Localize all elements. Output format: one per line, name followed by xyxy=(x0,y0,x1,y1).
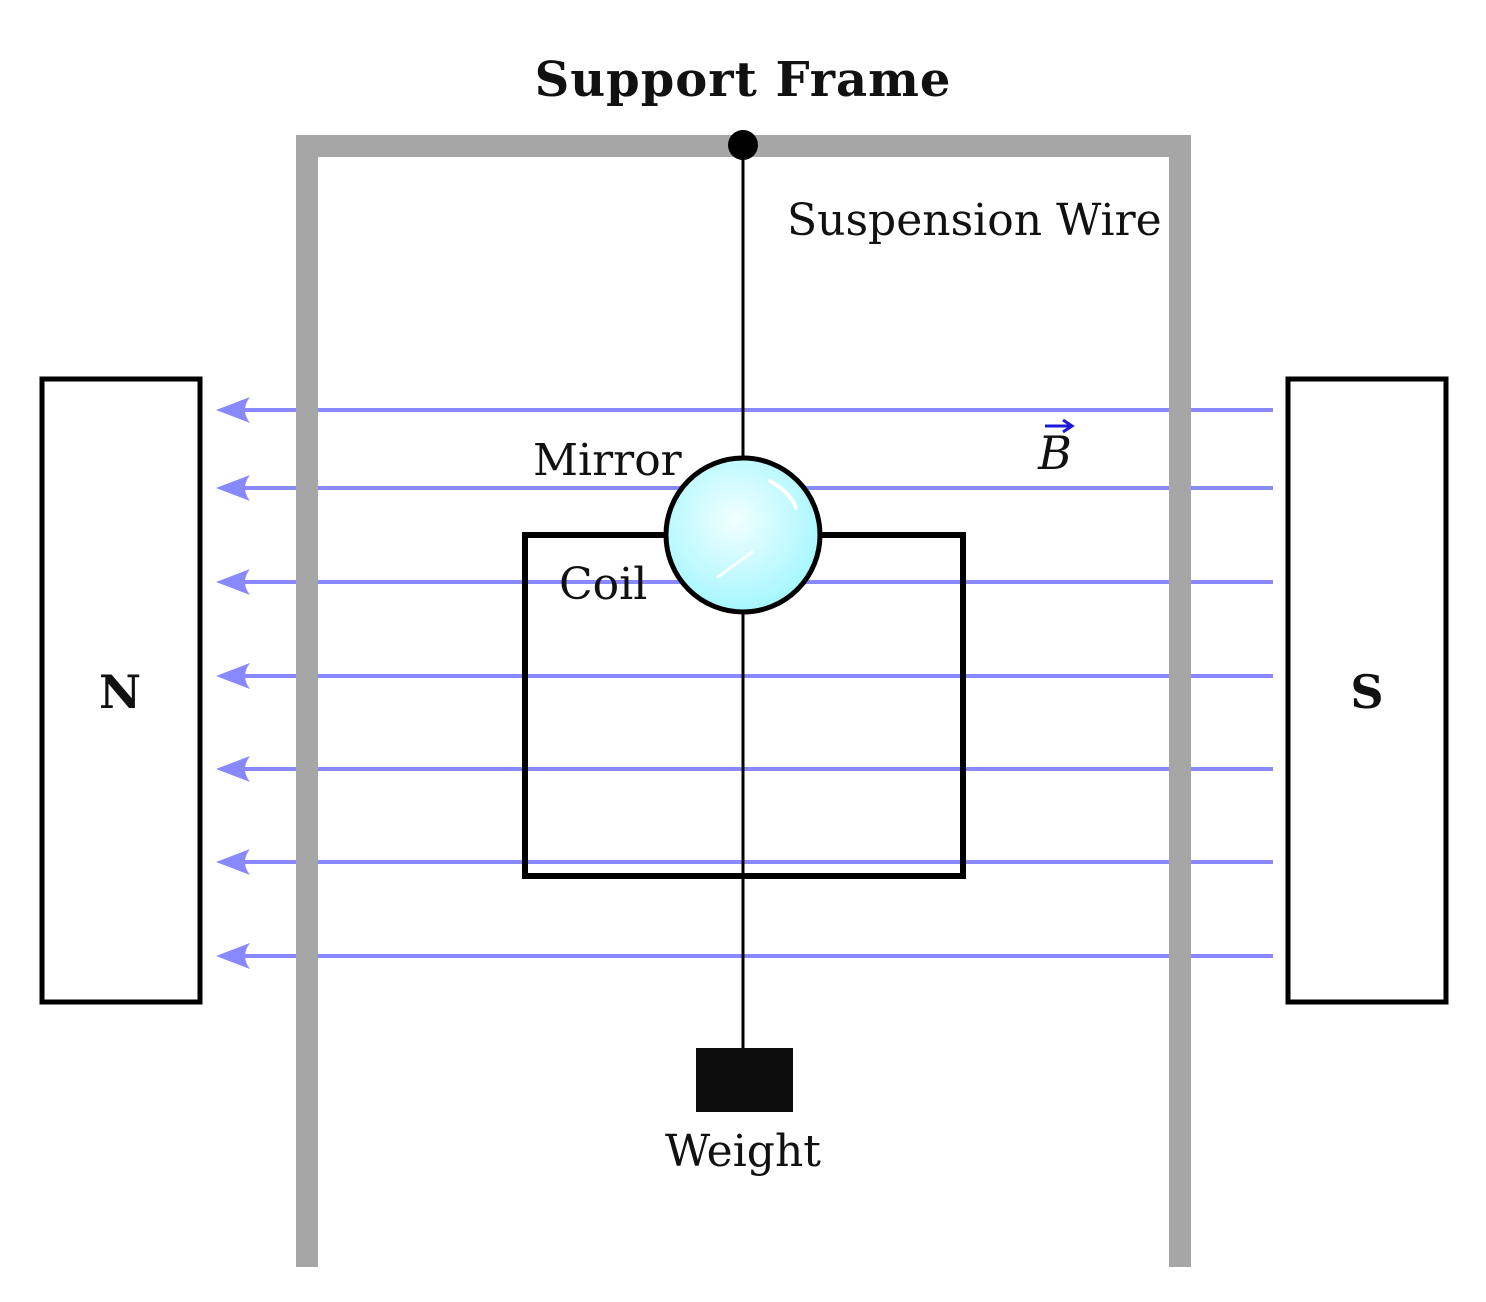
suspension-wire-label: Suspension Wire xyxy=(787,195,1162,246)
north-magnet xyxy=(39,376,203,1005)
field-arrowhead xyxy=(216,756,250,782)
field-arrowhead xyxy=(216,663,250,689)
field-arrowhead xyxy=(216,849,250,875)
coil-label: Coil xyxy=(559,559,647,610)
mirror xyxy=(663,455,823,615)
field-vector-label: B xyxy=(1037,418,1075,480)
south-pole-label: S xyxy=(1350,665,1383,719)
field-arrowhead xyxy=(216,569,250,595)
field-arrowhead xyxy=(216,475,250,501)
svg-text:B: B xyxy=(1037,426,1072,480)
north-pole-label: N xyxy=(99,665,141,719)
weight-block xyxy=(696,1048,793,1112)
field-arrowhead xyxy=(216,397,250,423)
weight-label: Weight xyxy=(665,1126,821,1177)
field-arrowhead xyxy=(216,943,250,969)
mirror-label: Mirror xyxy=(533,435,683,486)
title-label: Support Frame xyxy=(535,52,952,108)
south-magnet xyxy=(1285,376,1449,1005)
pivot-point xyxy=(728,130,758,160)
